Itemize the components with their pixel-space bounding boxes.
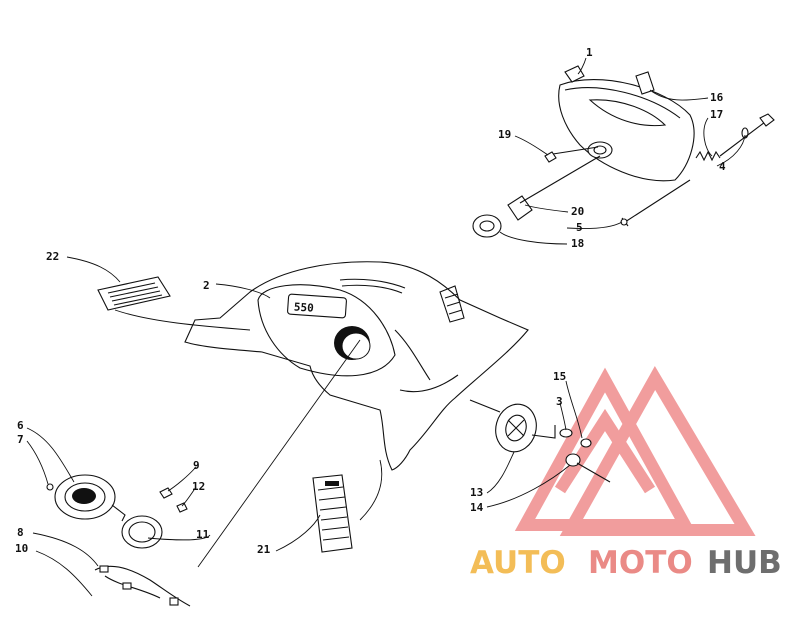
headlight-housing xyxy=(558,79,695,182)
gauge-mount-13 xyxy=(469,399,611,483)
model-badge: 550 xyxy=(293,300,314,314)
part-label-19: 19 xyxy=(498,128,511,141)
part-label-10: 10 xyxy=(15,542,28,555)
hood-vent xyxy=(439,285,465,323)
part-label-15: 15 xyxy=(553,370,566,383)
bezel-ring-11 xyxy=(121,515,163,549)
part-label-12: 12 xyxy=(192,480,205,493)
hood-outline xyxy=(184,261,529,471)
leader-lines xyxy=(26,57,746,597)
part-label-14: 14 xyxy=(470,501,484,514)
part-label-9: 9 xyxy=(193,459,200,472)
part-label-6: 6 xyxy=(17,419,24,432)
watermark-hub: HUB xyxy=(707,545,782,581)
part-label-4: 4 xyxy=(719,160,726,173)
hood-dash-panel: 550 xyxy=(184,261,529,471)
watermark-logo xyxy=(514,365,756,536)
part-label-18: 18 xyxy=(571,237,584,250)
part-label-7: 7 xyxy=(17,433,24,446)
adjusting-spring xyxy=(695,150,721,162)
part-label-17: 17 xyxy=(710,108,723,121)
nut-15 xyxy=(580,438,592,448)
watermark-auto: AUTO xyxy=(470,545,566,581)
screw-5 xyxy=(621,179,691,227)
model-badge-plate xyxy=(287,293,347,319)
part-label-20: 20 xyxy=(571,205,584,218)
part-label-8: 8 xyxy=(17,526,24,539)
retaining-nut-18 xyxy=(472,214,502,238)
part-label-13: 13 xyxy=(470,486,483,499)
screw-7 xyxy=(46,483,54,491)
part-number-labels: 1 2 3 4 5 6 7 8 9 10 11 12 13 14 15 16 1… xyxy=(15,46,726,556)
clip-12 xyxy=(176,502,188,513)
headlight-bulb-socket xyxy=(587,141,613,159)
decal-21 xyxy=(312,474,353,553)
part-label-5: 5 xyxy=(576,221,583,234)
adjusting-knob xyxy=(759,113,775,127)
speedometer-assembly xyxy=(46,474,191,607)
part-label-1: 1 xyxy=(586,46,593,59)
part-label-3: 3 xyxy=(556,395,563,408)
clip-16 xyxy=(635,71,655,95)
decal-22 xyxy=(97,276,171,311)
part-label-21: 21 xyxy=(257,543,271,556)
clip-1 xyxy=(564,65,585,83)
washer-3 xyxy=(559,428,573,438)
part-label-16: 16 xyxy=(710,91,724,104)
bulb-socket-20 xyxy=(507,195,533,221)
bracket-14 xyxy=(565,453,581,467)
part-label-11: 11 xyxy=(196,528,210,541)
part-label-2: 2 xyxy=(203,279,210,292)
watermark-moto: MOTO xyxy=(588,545,693,581)
watermark-text: AUTO MOTO HUB xyxy=(470,545,782,581)
headlight-assembly xyxy=(472,65,775,238)
part-label-22: 22 xyxy=(46,250,59,263)
